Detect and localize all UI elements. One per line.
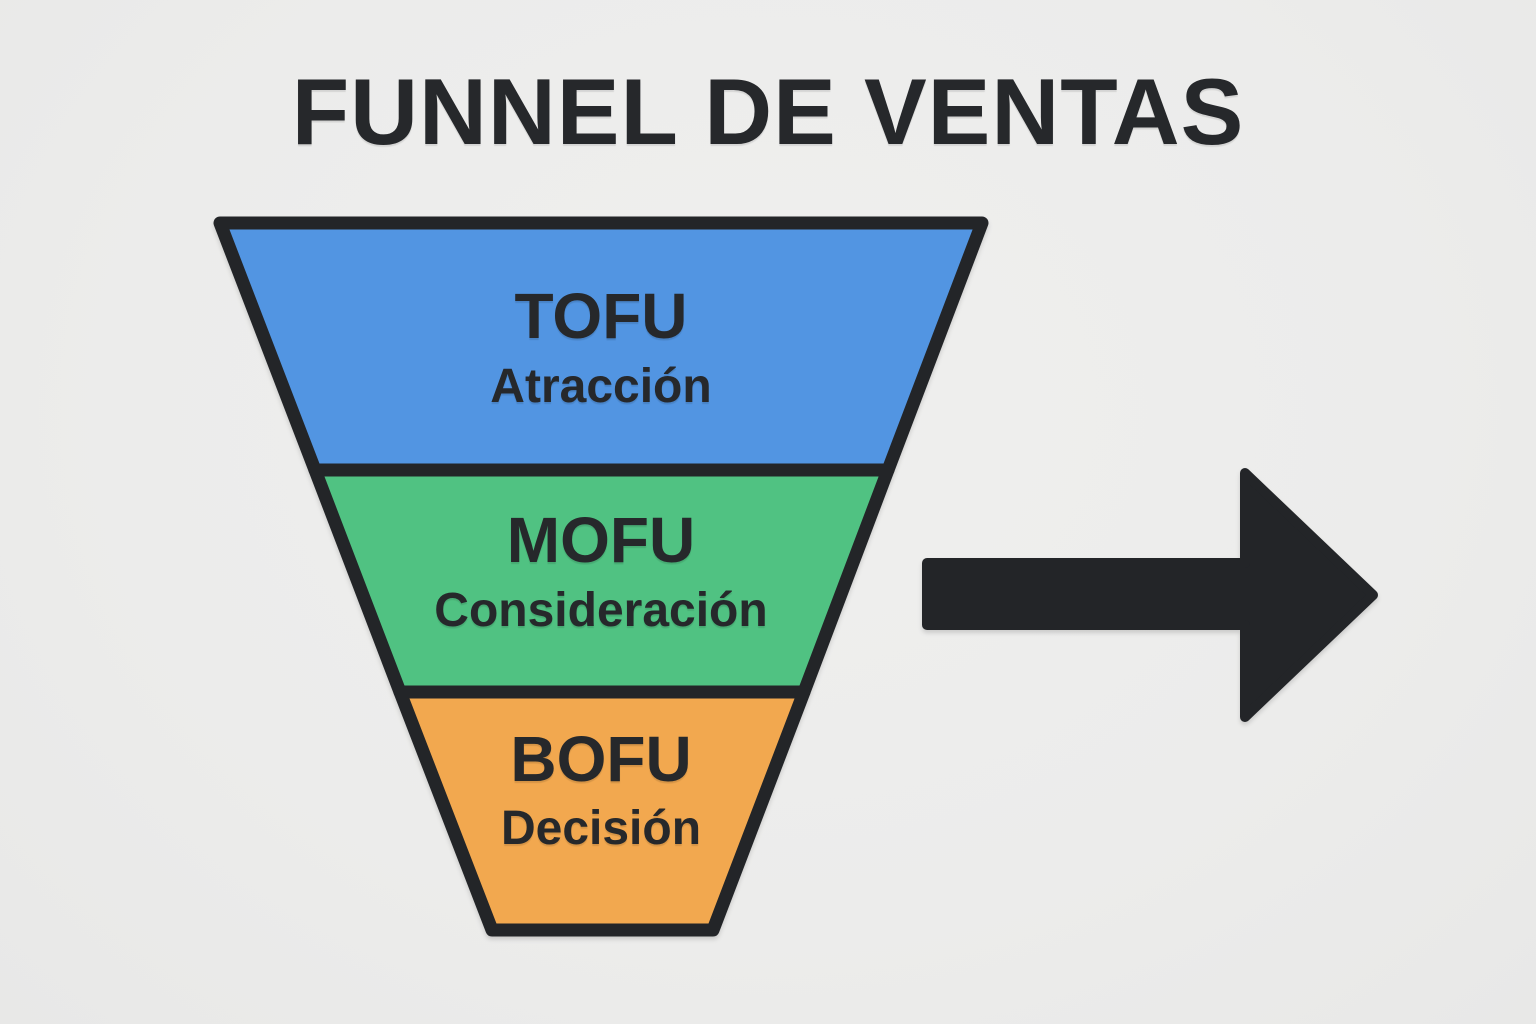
- funnel-segment-bofu: [393, 685, 811, 937]
- bofu-sublabel: Decisión: [500, 802, 702, 855]
- tofu-sublabel: Atracción: [490, 360, 712, 413]
- mofu-label: MOFU: [506, 504, 696, 576]
- diagram-title: FUNNEL DE VENTAS: [291, 59, 1245, 164]
- tofu-label: TOFU: [514, 280, 688, 352]
- right-arrow-icon: [922, 468, 1378, 722]
- mofu-sublabel: Consideración: [434, 584, 768, 637]
- bofu-label: BOFU: [510, 723, 692, 795]
